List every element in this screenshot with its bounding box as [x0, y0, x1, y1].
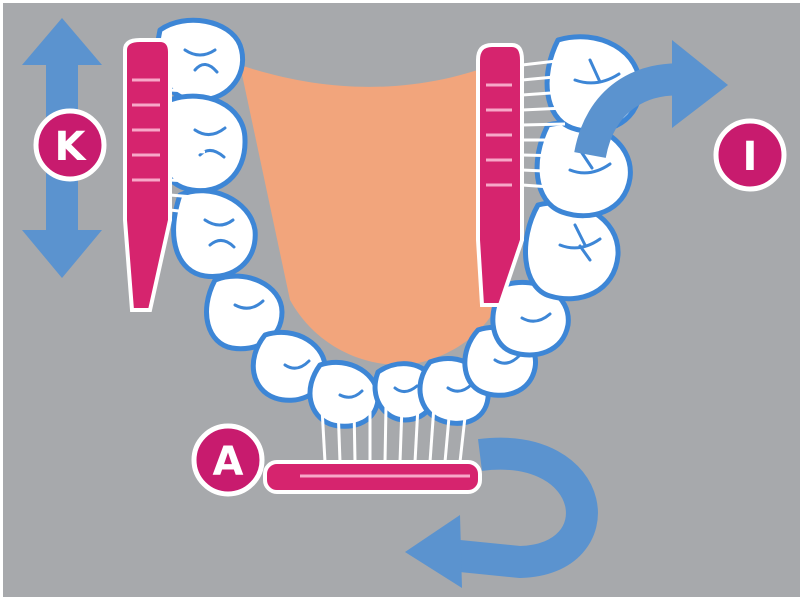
badge-k-label: K: [55, 124, 88, 170]
tooth-left-2: [161, 96, 245, 191]
badge-i: I: [716, 121, 784, 189]
tooth-left-6: [310, 362, 378, 426]
badge-a: A: [194, 426, 262, 494]
badge-a-label: A: [213, 439, 244, 485]
badge-k: K: [36, 111, 104, 179]
badge-i-label: I: [743, 134, 758, 180]
